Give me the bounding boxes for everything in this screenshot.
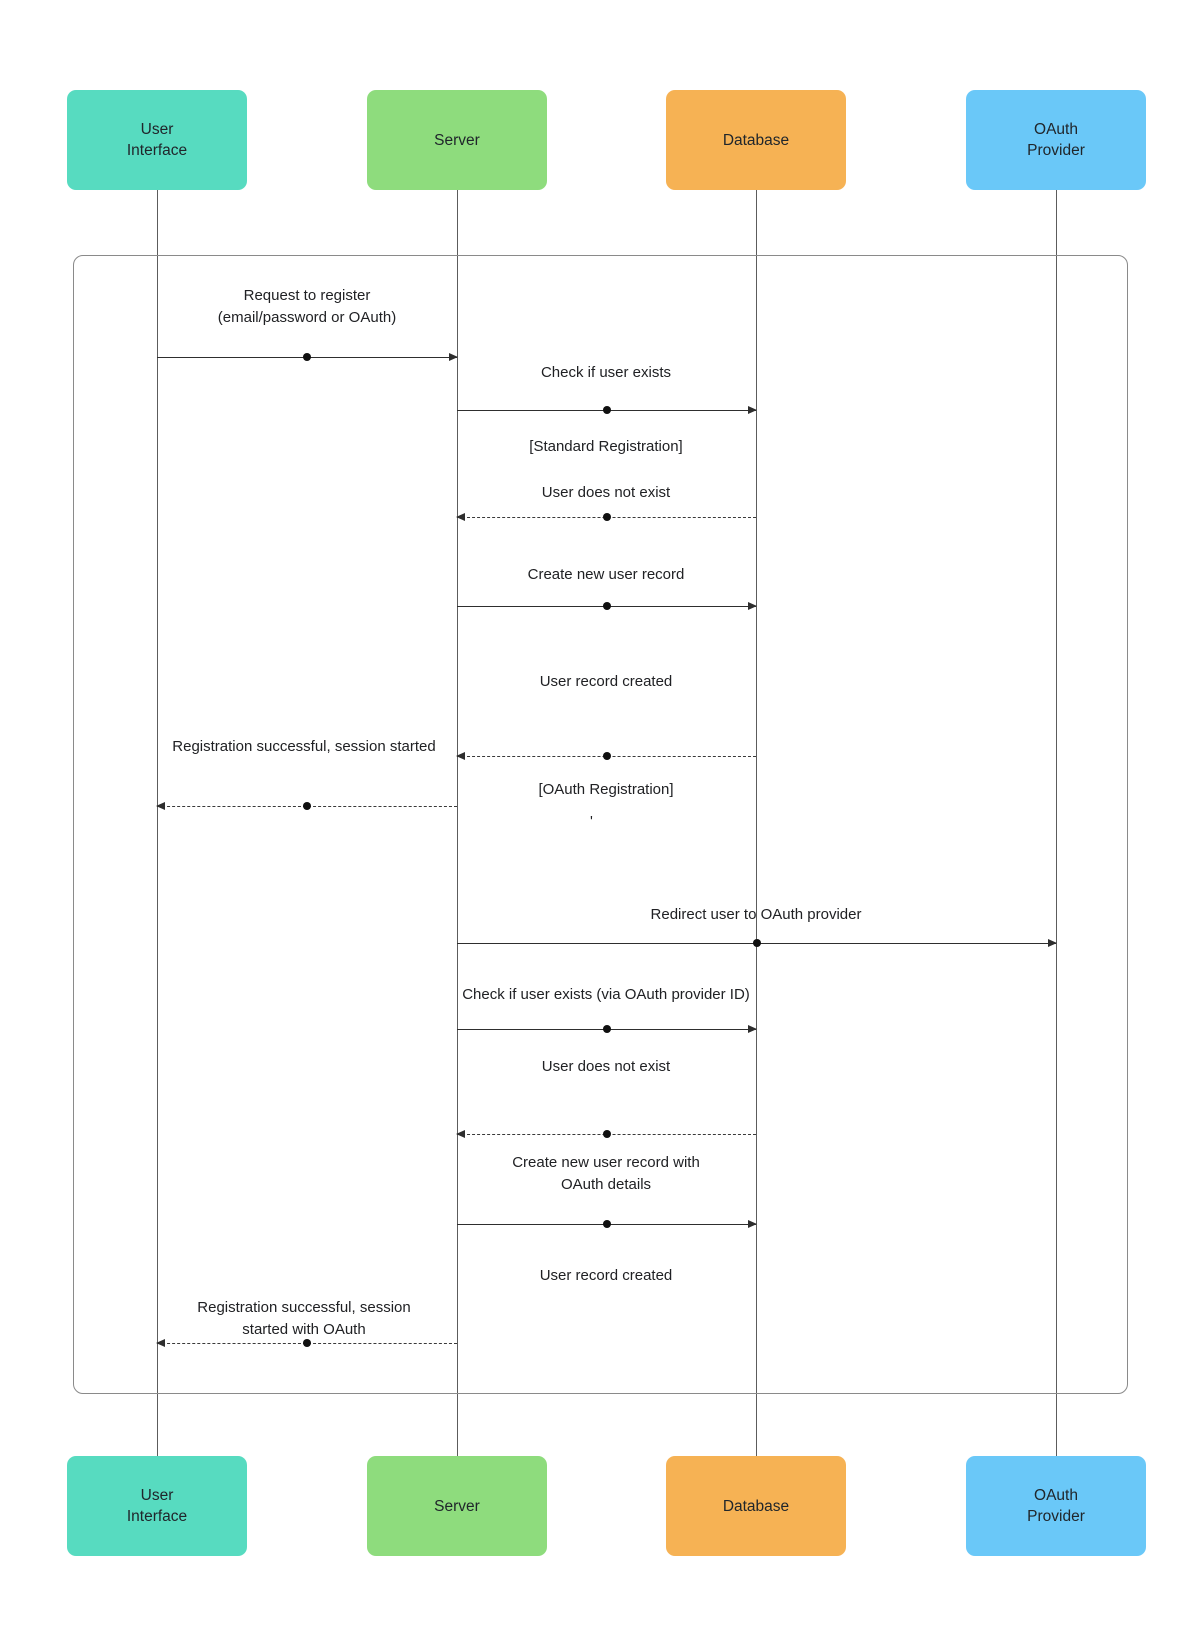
message-arrow-user-does-not-exist-oauth [456, 1130, 756, 1139]
arrowhead-left-icon [156, 802, 165, 810]
message-label-redirect-to-oauth: Redirect user to OAuth provider [650, 906, 862, 923]
lifeline-user-interface [157, 190, 158, 1456]
lifeline-database [756, 190, 757, 1456]
arrow-midpoint-dot [602, 752, 611, 761]
arrow-midpoint-dot [752, 939, 761, 948]
arrowhead-left-icon [456, 513, 465, 521]
message-label-user-does-not-exist-oauth: User does not exist [541, 1058, 671, 1075]
arrow-midpoint-dot [602, 513, 611, 522]
actor-box-top-user-interface: User Interface [67, 90, 247, 190]
message-arrow-user-record-created [456, 752, 756, 761]
arrow-midpoint-dot [303, 353, 311, 362]
message-arrow-create-new-user-record [457, 602, 757, 611]
lifeline-server [457, 190, 458, 1456]
message-label-check-if-user-exists: Check if user exists [540, 364, 672, 381]
arrowhead-right-icon [748, 1220, 757, 1228]
lifeline-oauth-provider [1056, 190, 1057, 1456]
sequence-frame [73, 255, 1128, 1394]
message-label-user-record-created-oauth: User record created [539, 1267, 673, 1284]
message-arrow-registration-successful [156, 802, 457, 811]
guard-label-standard-registration: [Standard Registration] [529, 438, 683, 455]
arrowhead-right-icon [1048, 939, 1057, 947]
arrow-midpoint-dot [602, 1130, 611, 1139]
message-arrow-check-if-user-exists [457, 406, 757, 415]
message-label-user-does-not-exist: User does not exist [541, 484, 671, 501]
actor-box-bottom-oauth-provider: OAuth Provider [966, 1456, 1146, 1556]
message-label-request-to-register: Request to register (email/password or O… [217, 287, 397, 326]
arrow-midpoint-dot [602, 1220, 611, 1229]
arrowhead-right-icon [748, 602, 757, 610]
guard-label-oauth-registration: [OAuth Registration] [538, 781, 674, 798]
arrow-midpoint-dot [602, 406, 611, 415]
message-arrow-create-user-with-oauth [457, 1220, 757, 1229]
arrow-midpoint-dot [602, 1025, 611, 1034]
actor-box-top-server: Server [367, 90, 547, 190]
message-arrow-check-user-via-oauth-id [457, 1025, 757, 1034]
actor-box-bottom-database: Database [666, 1456, 846, 1556]
actor-box-top-oauth-provider: OAuth Provider [966, 90, 1146, 190]
message-label-registration-successful-oauth: Registration successful, session started… [197, 1299, 411, 1338]
message-arrow-request-to-register [157, 353, 458, 362]
arrowhead-left-icon [456, 752, 465, 760]
message-label-user-record-created: User record created [539, 673, 673, 690]
message-label-create-new-user-record: Create new user record [527, 566, 685, 583]
message-label-create-user-with-oauth: Create new user record with OAuth detail… [512, 1154, 700, 1193]
message-label-registration-successful: Registration successful, session started [172, 738, 436, 755]
message-arrow-redirect-to-oauth [457, 939, 1057, 948]
actor-box-bottom-user-interface: User Interface [67, 1456, 247, 1556]
arrow-midpoint-dot [303, 1339, 311, 1348]
arrow-midpoint-dot [602, 602, 611, 611]
message-arrow-registration-successful-oauth [156, 1339, 457, 1348]
actor-box-bottom-server: Server [367, 1456, 547, 1556]
arrowhead-right-icon [449, 353, 458, 361]
arrow-midpoint-dot [303, 802, 311, 811]
arrowhead-right-icon [748, 406, 757, 414]
actor-box-top-database: Database [666, 90, 846, 190]
arrowhead-left-icon [456, 1130, 465, 1138]
message-arrow-user-does-not-exist [456, 513, 756, 522]
stray-quote-mark: ' [590, 813, 593, 830]
arrowhead-left-icon [156, 1339, 165, 1347]
message-label-check-user-via-oauth-id: Check if user exists (via OAuth provider… [462, 986, 750, 1003]
arrowhead-right-icon [748, 1025, 757, 1033]
